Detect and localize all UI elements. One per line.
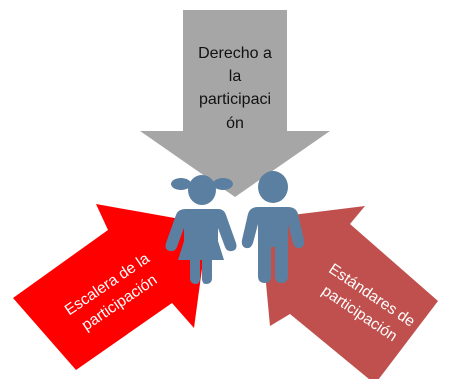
boy-figure-icon xyxy=(241,171,305,283)
top-arrow-line: Derecho a xyxy=(198,45,272,62)
left-arrow xyxy=(13,204,208,370)
top-arrow-line: la xyxy=(228,68,242,86)
right-arrow xyxy=(260,206,438,384)
top-arrow-label: Derecho a la participaci ón xyxy=(183,42,287,135)
girl-figure-icon xyxy=(165,175,237,284)
top-arrow xyxy=(140,10,330,197)
top-arrow-line: participaci xyxy=(198,91,272,109)
top-arrow-line: ón xyxy=(226,114,244,132)
